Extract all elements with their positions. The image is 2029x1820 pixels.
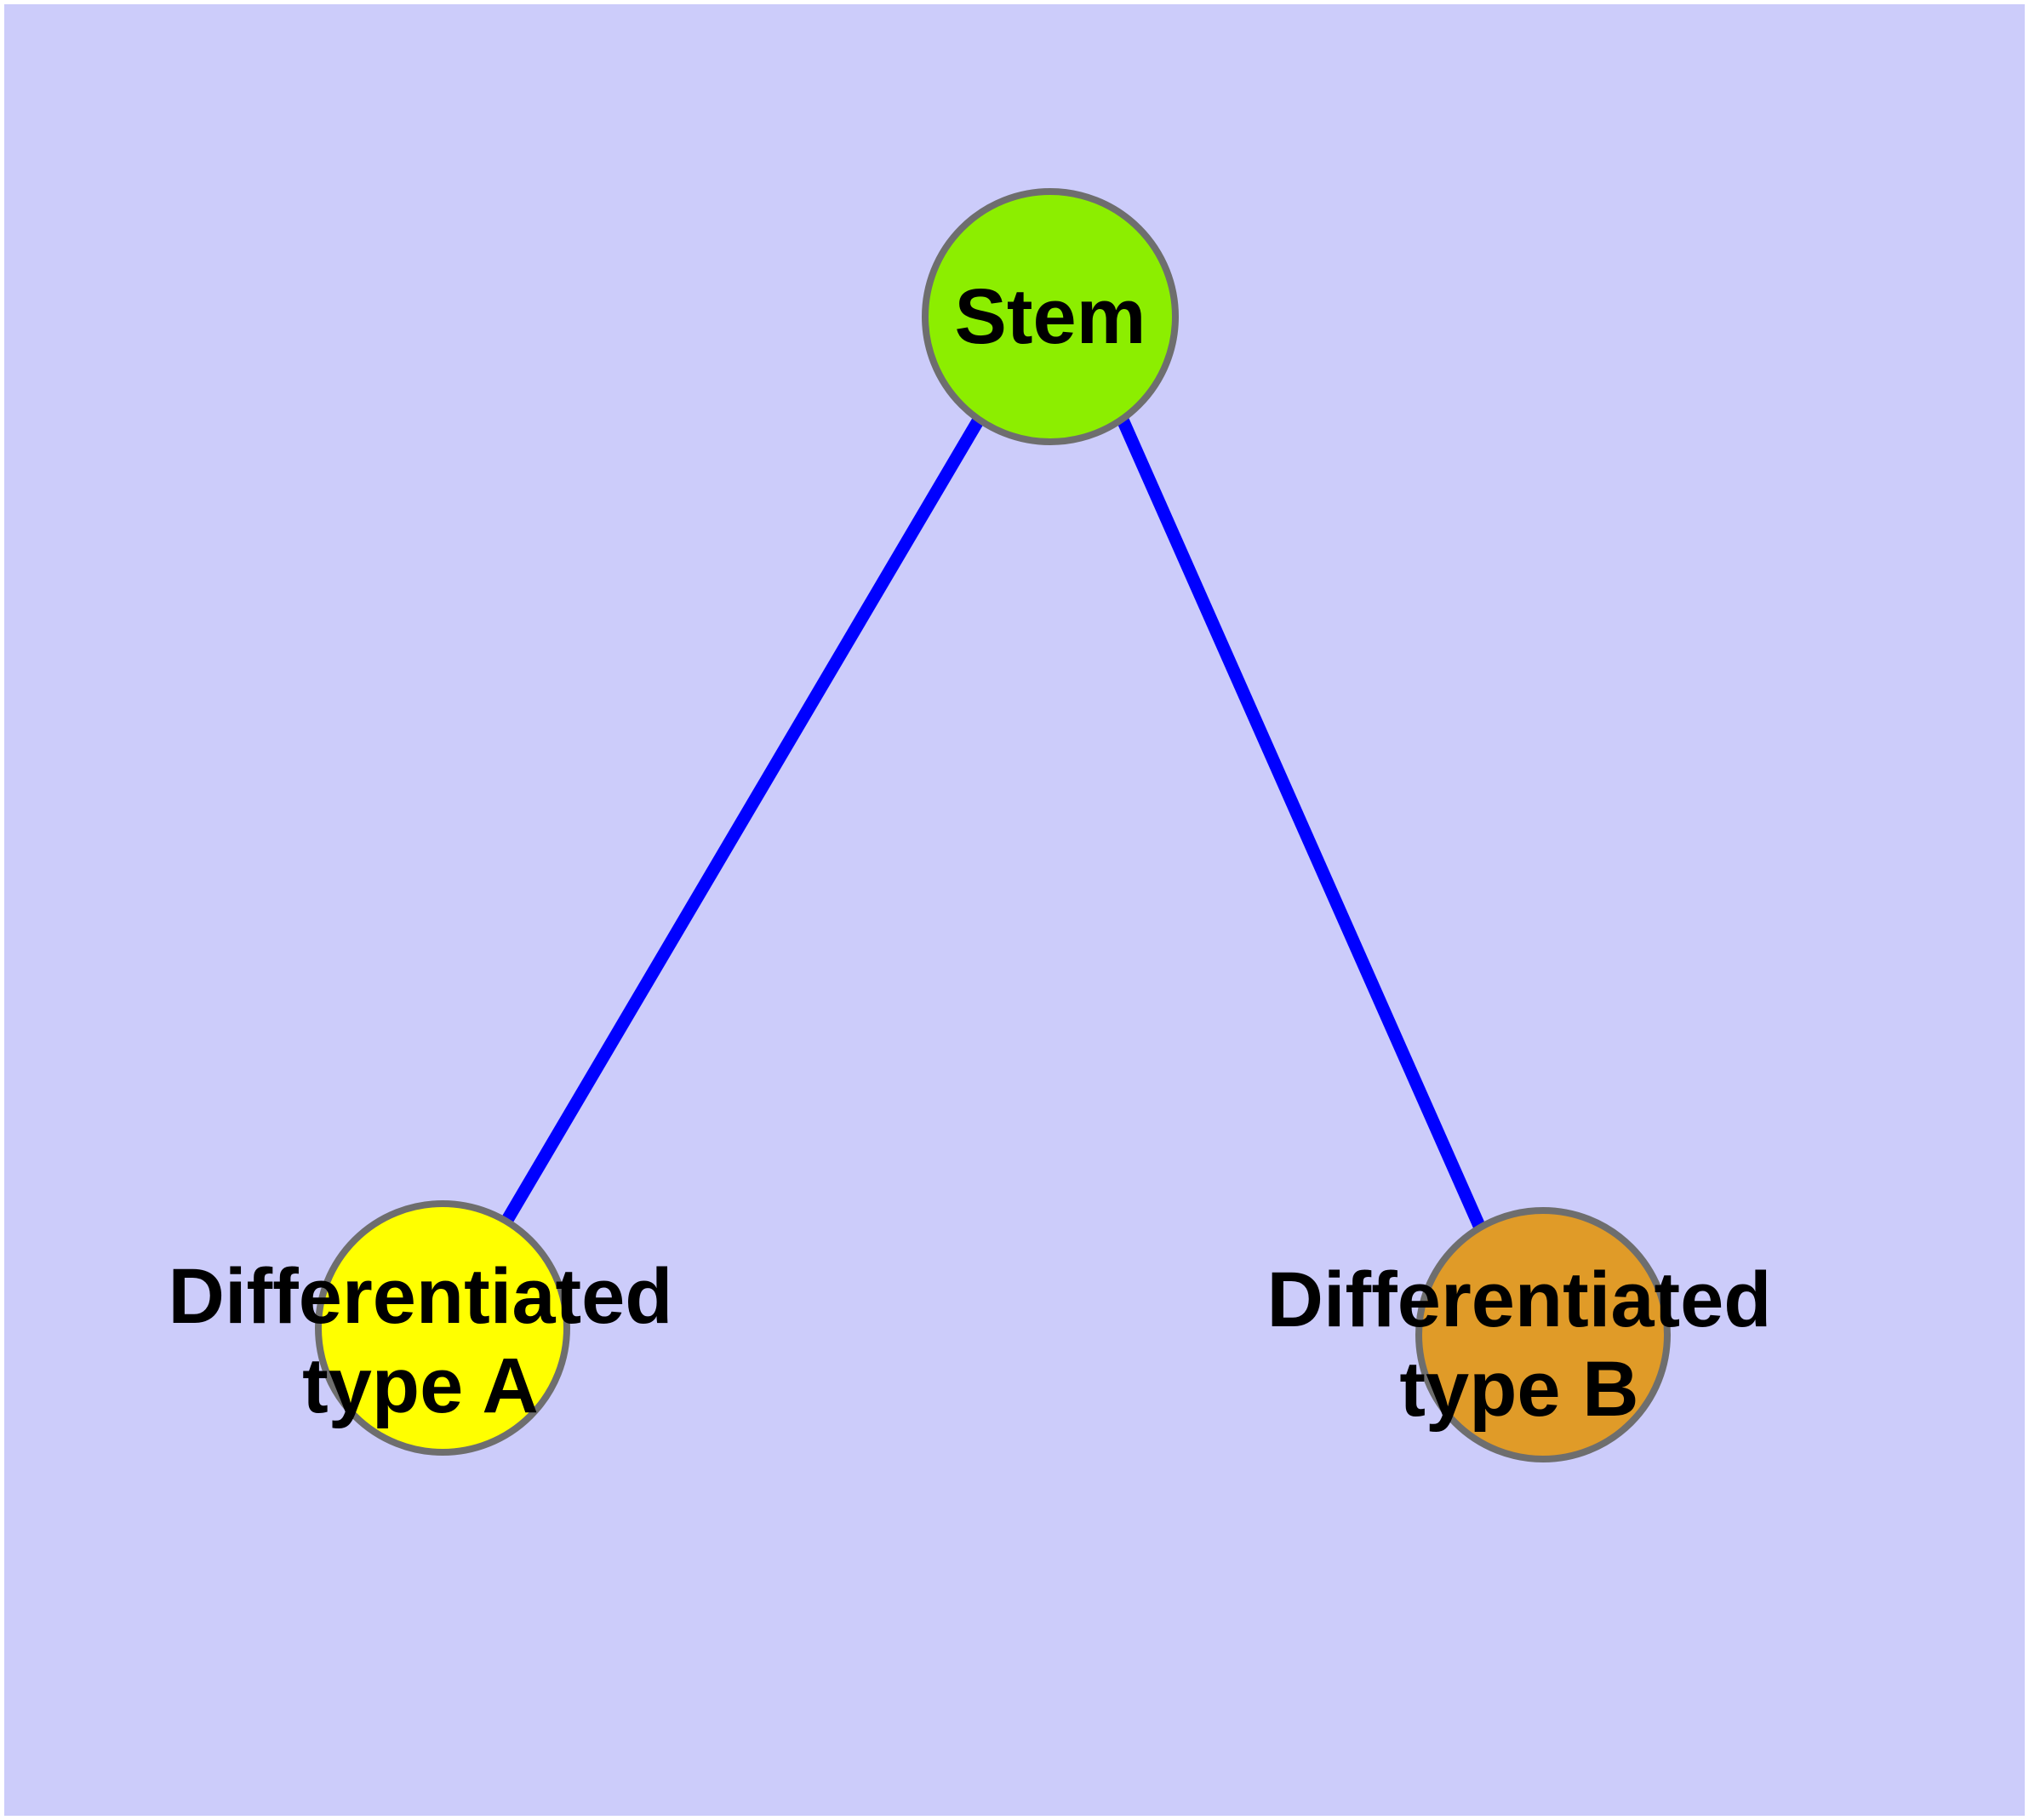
node-stem-circle[interactable] [922,188,1179,445]
edge-stem-to-differentiated-type-b[interactable] [1117,416,1485,1229]
node-differentiated-type-b-label-line1: Differentiated [1267,1256,1772,1343]
node-differentiated-type-a-label-line2: type A [302,1342,539,1429]
node-differentiated-type-a-label-line1: Differentiated [169,1253,673,1340]
node-differentiated-type-b-label-line2: type B [1399,1346,1638,1433]
node-differentiated-type-a-circle[interactable] [315,1200,570,1456]
edge-stem-to-differentiated-type-a[interactable] [501,416,985,1223]
node-differentiated-type-a[interactable]: Differentiated type A [169,1200,673,1456]
node-differentiated-type-b[interactable]: Differentiated type B [1267,1207,1772,1462]
node-differentiated-type-b-circle[interactable] [1415,1207,1671,1462]
edge-layer [501,416,1485,1229]
node-stem[interactable]: Stem [922,188,1179,445]
node-stem-label: Stem [955,273,1146,360]
node-layer: Stem Differentiated type A Differentiate… [169,188,1772,1462]
